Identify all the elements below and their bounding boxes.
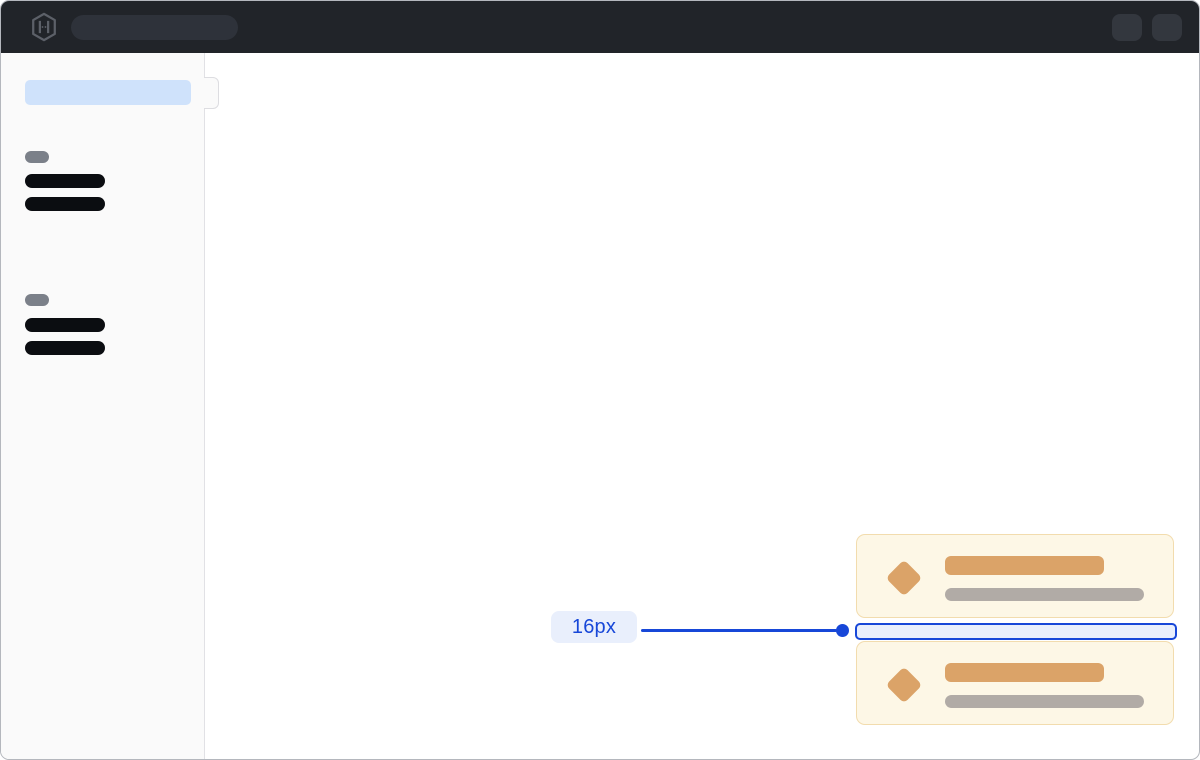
measurement-connector-line (641, 629, 837, 632)
header-action-skeleton-1[interactable] (1112, 13, 1142, 41)
card-title-skeleton (945, 556, 1104, 575)
spacing-highlight-rect (855, 623, 1177, 640)
diamond-icon (885, 559, 923, 597)
sidebar-nav-item-skeleton[interactable] (25, 174, 105, 188)
header-action-skeleton-2[interactable] (1152, 13, 1182, 41)
header-actions (1112, 13, 1182, 41)
card-subtitle-skeleton (945, 588, 1144, 601)
list-item-card (856, 534, 1174, 618)
measurement-connector-dot (836, 624, 849, 637)
sidebar-section-label-skeleton-1 (25, 151, 49, 163)
sidebar-nav-item-skeleton[interactable] (25, 341, 105, 355)
sidebar (1, 53, 205, 759)
sidebar-collapse-handle[interactable] (202, 77, 219, 109)
sidebar-active-item-skeleton[interactable] (25, 80, 191, 105)
hashicorp-logo-icon[interactable] (30, 12, 58, 42)
spacing-measurement-label: 16px (551, 611, 637, 643)
sidebar-nav-item-skeleton[interactable] (25, 197, 105, 211)
sidebar-section-label-skeleton-2 (25, 294, 49, 306)
card-title-skeleton (945, 663, 1104, 682)
card-subtitle-skeleton (945, 695, 1144, 708)
sidebar-nav-item-skeleton[interactable] (25, 318, 105, 332)
diamond-icon (885, 666, 923, 704)
app-header (1, 1, 1199, 53)
list-item-card (856, 641, 1174, 725)
search-input-skeleton[interactable] (71, 14, 238, 40)
